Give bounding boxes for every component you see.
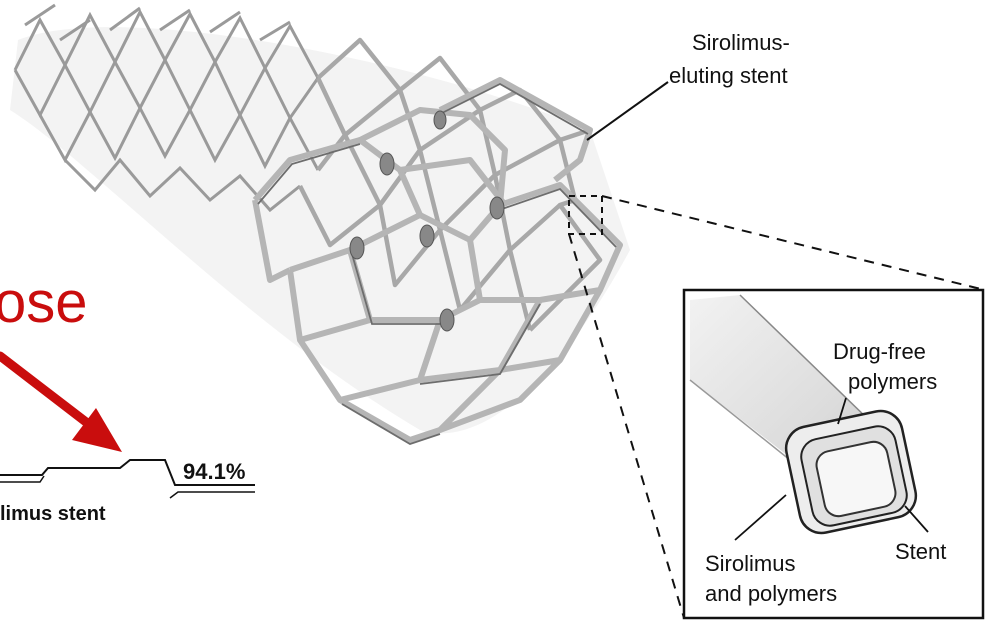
curve-series-label: limus stent: [0, 503, 106, 525]
stent-core-label: Stent: [895, 539, 946, 564]
stent-name-line-1: Sirolimus-: [692, 30, 790, 55]
red-arrow-icon: [0, 356, 122, 452]
red-overlay: ose: [0, 270, 122, 452]
stent-illustration: [10, 5, 630, 444]
stent-name-leader: [587, 82, 668, 140]
zoom-guide-lower: [569, 234, 684, 618]
drug-free-line-1: Drug-free: [833, 339, 926, 364]
stent-name-line-2: eluting stent: [669, 63, 788, 88]
zoom-guide-upper: [602, 196, 985, 290]
curve-value-label: 94.1%: [183, 459, 245, 484]
stent-core: [814, 439, 898, 519]
drug-free-line-2: polymers: [848, 369, 937, 394]
sirolimus-line-2: and polymers: [705, 581, 837, 606]
stent-name-label: Sirolimus- eluting stent: [669, 30, 796, 88]
inset-panel: Drug-free polymers Stent Sirolimus and p…: [684, 290, 983, 618]
stent-name-callout: Sirolimus- eluting stent: [587, 30, 796, 140]
sirolimus-line-1: Sirolimus: [705, 551, 795, 576]
curve-excerpt: 94.1% limus stent: [0, 459, 255, 525]
overlay-partial-word: ose: [0, 270, 88, 335]
